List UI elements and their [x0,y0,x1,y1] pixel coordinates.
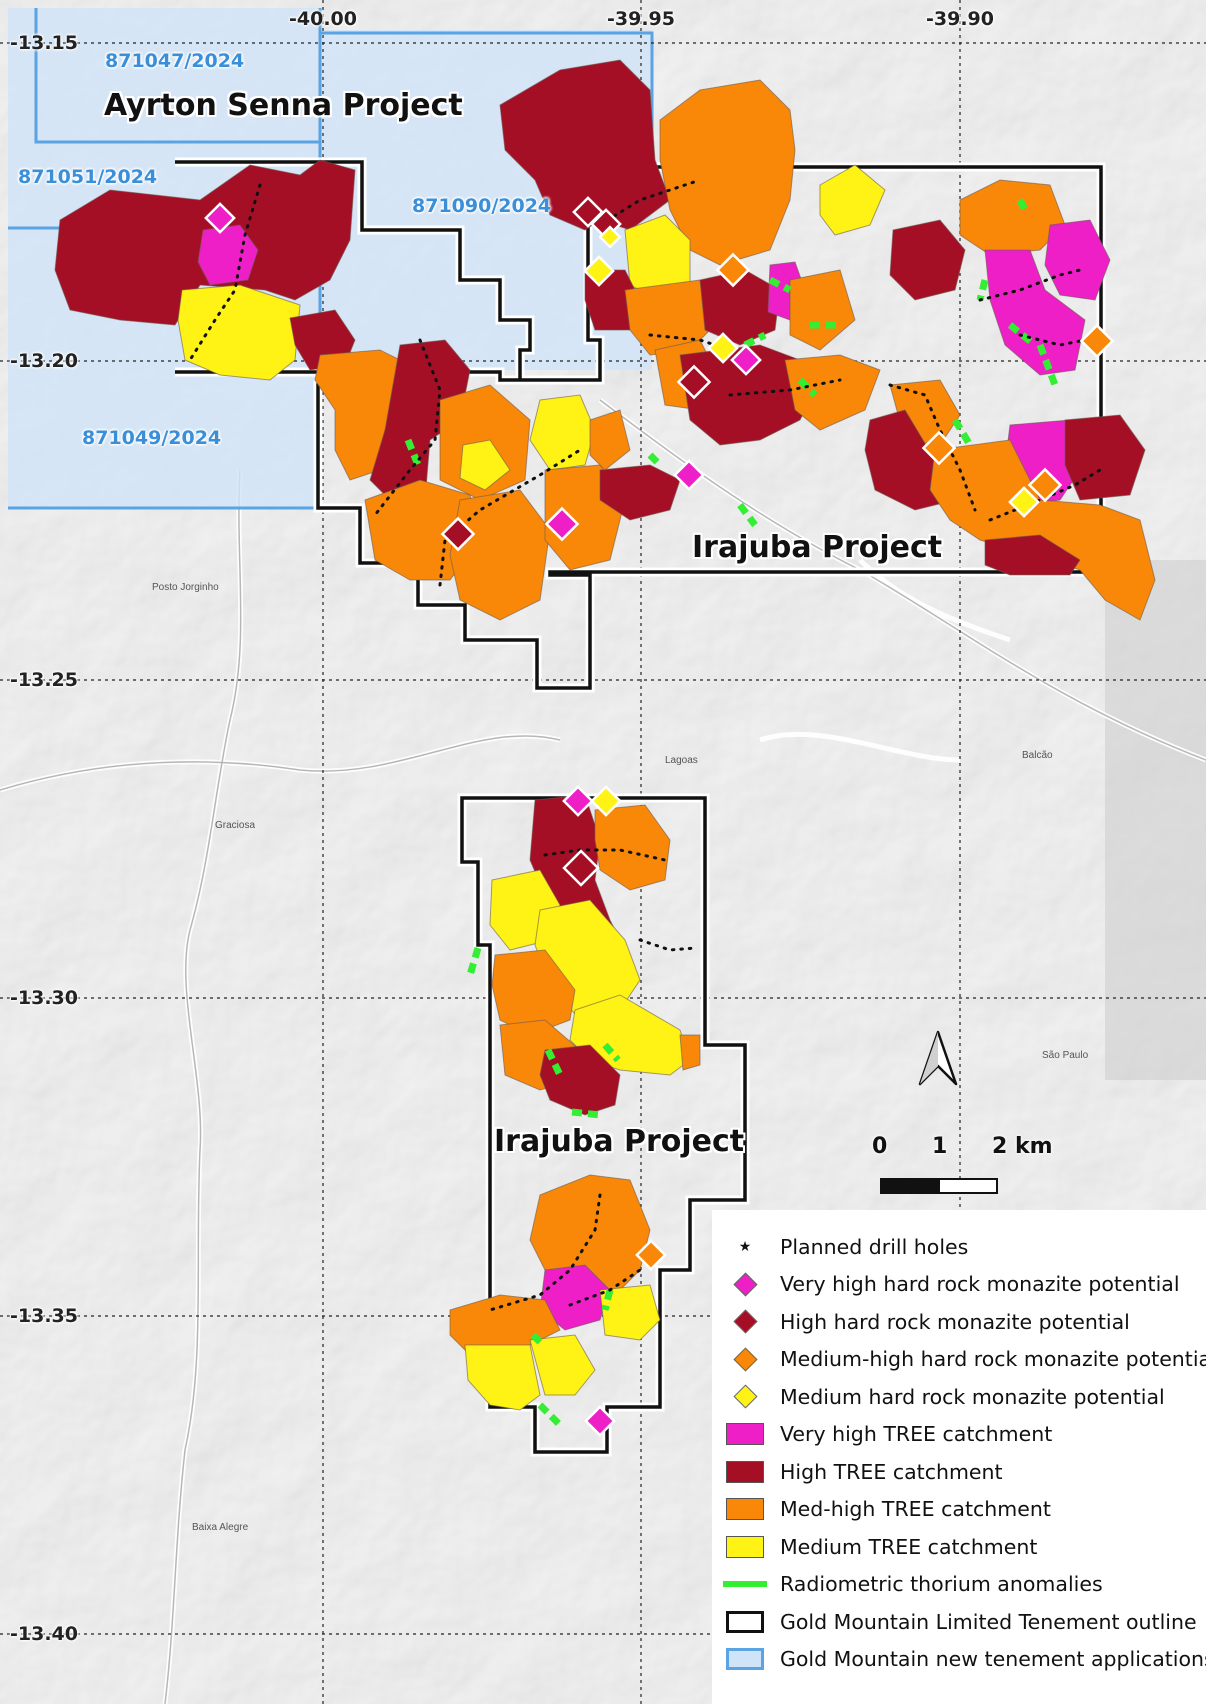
scale-label: 2 km [992,1134,1053,1159]
north-arrow-icon [918,1030,958,1086]
scale-label: 0 [872,1134,888,1159]
catchment-med-high [789,269,856,351]
legend-item: Medium-high hard rock monazite potential [720,1341,1206,1379]
catchment-med-high [589,409,631,471]
catchment-swatch [720,1532,770,1562]
legend-label: Gold Mountain Limited Tenement outline [780,1609,1197,1634]
place-label: Lagoas [665,755,698,766]
diamond-icon [720,1269,770,1299]
legend-item: Medium TREE catchment [720,1528,1206,1566]
grey-area [1105,560,1206,1080]
thorium-anomalies [404,198,1059,1428]
legend-label: High hard rock monazite potential [780,1309,1130,1334]
scale-label: 1 [932,1134,948,1159]
catchment-medium [177,284,301,381]
monazite-potential [204,196,1115,1437]
grid-x-label: -39.90 [926,8,994,30]
catchment-medium [464,1344,541,1411]
grid-x-label: -40.00 [289,8,357,30]
legend-item: High hard rock monazite potential [720,1303,1206,1341]
catchment-med-high [449,489,551,621]
catchment-high [539,1044,621,1116]
legend-item: Very high TREE catchment [720,1416,1206,1454]
catchment-medium [529,1334,596,1396]
grid-y-label: -13.30 [10,987,78,1009]
legend-label: Radiometric thorium anomalies [780,1572,1103,1597]
scale-segment-white [938,1178,998,1194]
catchment-medium [819,164,886,236]
tenement-application-label: 871049/2024 [82,427,222,449]
legend-item: Gold Mountain new tenement applications [720,1641,1206,1679]
legend-label: Medium hard rock monazite potential [780,1384,1165,1409]
catchment-high [984,534,1081,576]
grid-y-label: -13.35 [10,1305,78,1327]
tenement-outline [175,157,1106,1457]
catchment-swatch [720,1457,770,1487]
catchment-medium [599,1284,661,1341]
application-swatch [720,1644,770,1674]
place-label: Graciosa [215,820,256,831]
scale-bar: 0 1 2 km [872,1134,1053,1194]
catchment-med-high [659,79,796,266]
diamond-icon [720,1382,770,1412]
planned-drill-holes [188,178,1102,1312]
project-label-irajuba: Irajuba Project [692,530,943,565]
grid-y-label: -13.20 [10,350,78,372]
outline-swatch [720,1607,770,1637]
tenement-application-label: 871090/2024 [412,195,552,217]
catchment-very-high [197,224,259,286]
project-label-irajuba: Irajuba Project [494,1124,745,1159]
legend-item: High TREE catchment [720,1453,1206,1491]
legend-label: Very high TREE catchment [780,1422,1053,1447]
legend-label: High TREE catchment [780,1459,1003,1484]
legend-item: Gold Mountain Limited Tenement outline [720,1603,1206,1641]
diamond-icon [720,1344,770,1374]
legend-label: Very high hard rock monazite potential [780,1272,1180,1297]
grid-y-label: -13.25 [10,669,78,691]
catchment-med-high [929,439,1156,621]
legend-label: Medium-high hard rock monazite potential [780,1347,1206,1372]
drill-hole-star-icon: ★ [738,1238,752,1255]
grid-y-label: -13.15 [10,32,78,54]
legend-label: Gold Mountain new tenement applications [780,1647,1206,1672]
catchment-med-high [784,354,881,431]
legend-item: Radiometric thorium anomalies [720,1566,1206,1604]
diamond-icon [720,1307,770,1337]
scale-segment-black [880,1178,940,1194]
legend-item: Medium hard rock monazite potential [720,1378,1206,1416]
catchment-swatch [720,1494,770,1524]
catchment-high [679,344,821,446]
line-swatch [720,1569,770,1599]
catchment-high [599,464,681,521]
catchment-med-high [679,1034,701,1071]
legend-label: Planned drill holes [780,1234,969,1259]
legend-label: Medium TREE catchment [780,1534,1038,1559]
catchment-high [369,339,471,506]
catchment-high [889,219,966,301]
place-label: Balcão [1022,750,1053,761]
project-label-ayrton-senna: Ayrton Senna Project [104,88,463,123]
grid-x-label: -39.95 [607,8,675,30]
legend-item: Very high hard rock monazite potential [720,1266,1206,1304]
grid-y-label: -13.40 [10,1623,78,1645]
place-label: Posto Jorginho [152,582,219,593]
catchment-swatch [720,1419,770,1449]
catchment-med-high [594,804,671,891]
tree-catchments [54,59,1156,1411]
legend-item: ★ Planned drill holes [720,1228,1206,1266]
catchment-very-high [1044,219,1111,301]
legend-item: Med-high TREE catchment [720,1491,1206,1529]
catchment-very-high [984,249,1086,376]
catchment-medium [459,439,511,491]
tenement-application-label: 871051/2024 [18,166,158,188]
place-label: São Paulo [1042,1050,1089,1061]
place-label: Baixa Alegre [192,1522,249,1533]
legend-label: Med-high TREE catchment [780,1497,1051,1522]
tenement-application-label: 871047/2024 [105,50,245,72]
